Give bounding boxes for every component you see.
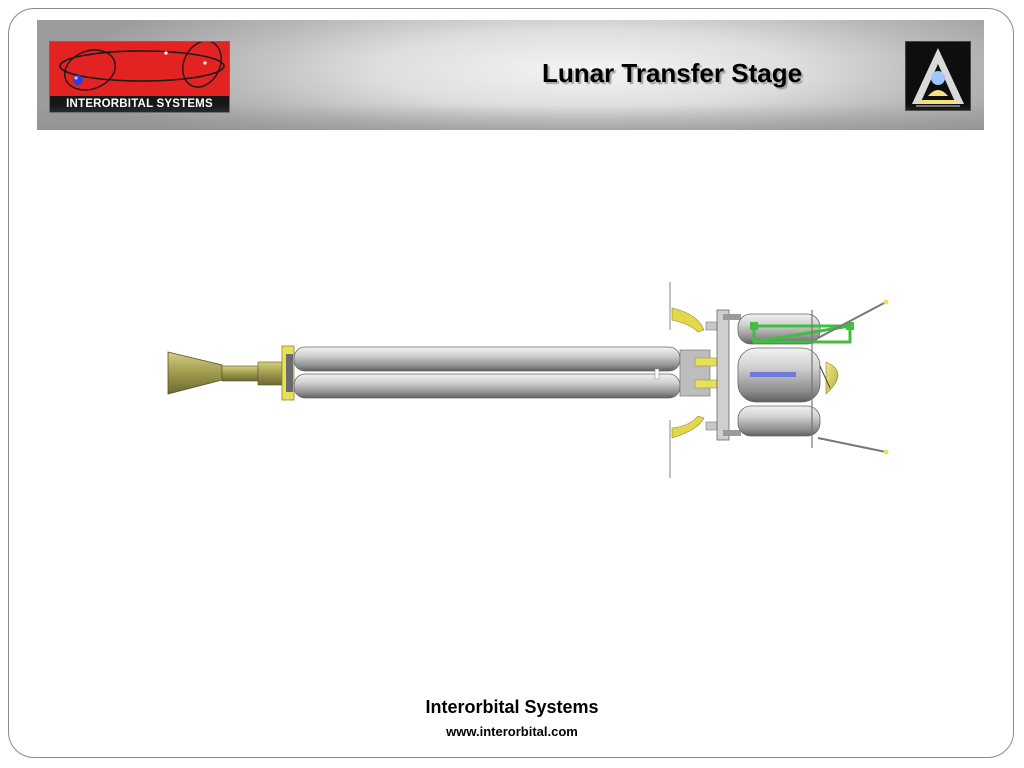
footer-url[interactable]: www.interorbital.com [446,724,578,739]
lunar-transfer-stage-diagram [167,282,889,478]
header-banner: INTERORBITAL SYSTEMS Lunar Transfer Stag… [37,20,984,130]
footer-company: Interorbital Systems [425,697,599,717]
rocket-emblem-icon [905,41,971,111]
company-logo: INTERORBITAL SYSTEMS [49,41,230,113]
logo-text: INTERORBITAL SYSTEMS [50,96,229,112]
page-title: Lunar Transfer Stage [541,58,803,88]
orbit-logo-icon [59,42,225,91]
